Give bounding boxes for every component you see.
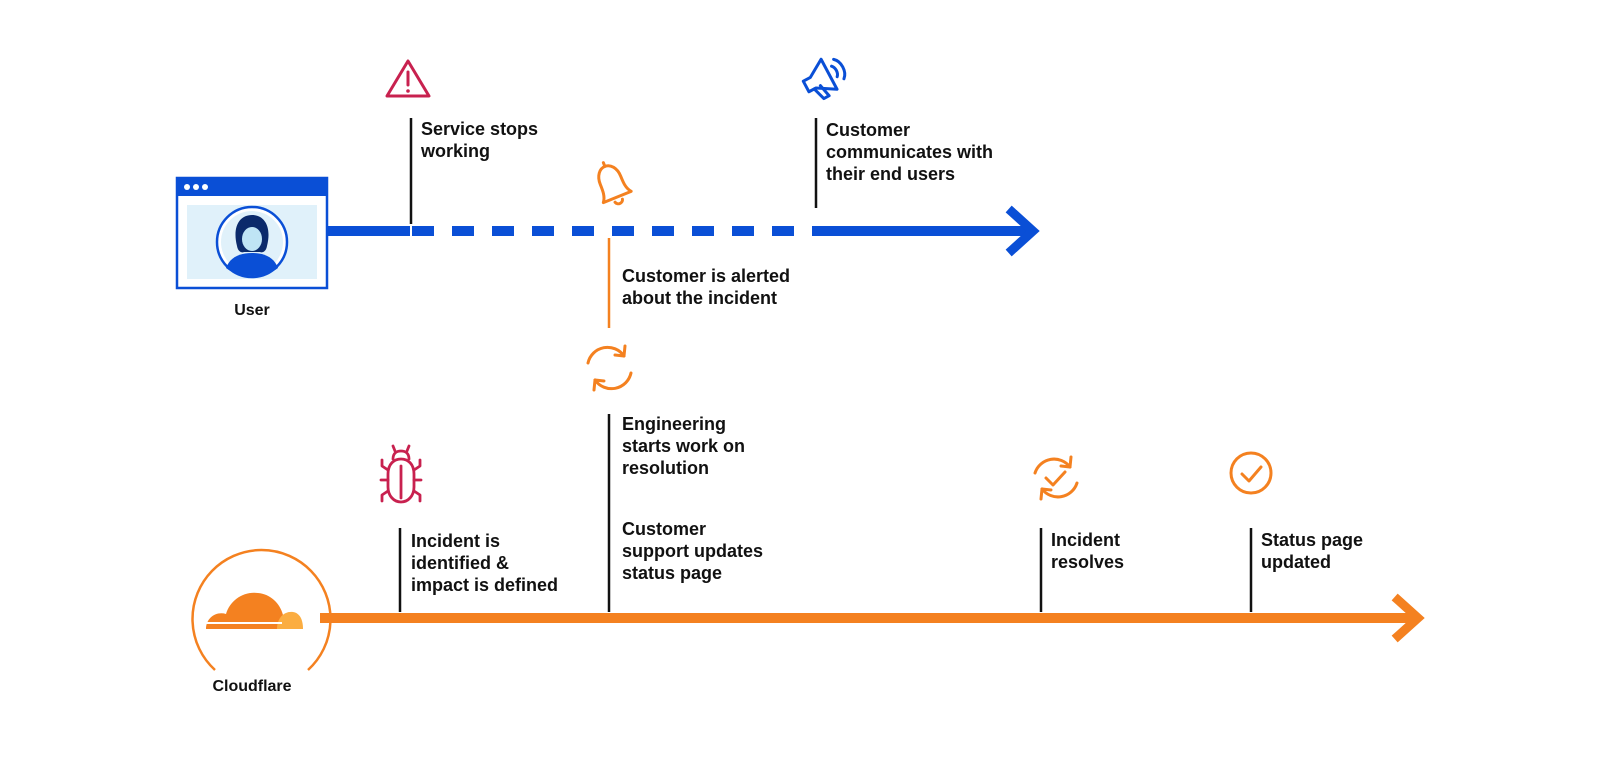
sync-icon — [586, 344, 633, 392]
browser-dot — [202, 184, 208, 190]
event-customer-alerted: Customer is alerted about the incident — [622, 266, 791, 308]
bug-icon — [379, 444, 423, 504]
browser-window-titlebar — [177, 178, 327, 196]
event-incident-identified: Incident is identified & impact is defin… — [411, 531, 559, 595]
event-support-updates: Customer support updates status page — [622, 519, 764, 583]
cloudflare-cloud-accent — [277, 611, 303, 629]
megaphone-icon — [801, 57, 847, 101]
avatar-body — [226, 253, 278, 276]
event-engineering-starts: Engineering starts work on resolution — [622, 414, 746, 478]
actor-user-label: User — [234, 302, 270, 319]
event-incident-resolves: Incident resolves — [1051, 530, 1125, 572]
browser-dot — [193, 184, 199, 190]
cloudflare-circle — [191, 548, 332, 671]
cloudflare-timeline-arrowhead — [1391, 593, 1425, 643]
cloudflare-logo-icon — [191, 548, 332, 671]
event-customer-communicates: Customer communicates with their end use… — [826, 120, 994, 184]
cloudflare-timeline — [320, 593, 1425, 643]
sync-check-icon — [1033, 455, 1079, 501]
event-service-stops: Service stops working — [421, 119, 539, 161]
browser-dot — [184, 184, 190, 190]
avatar-face — [242, 227, 262, 251]
actor-cloudflare-label: Cloudflare — [212, 678, 292, 695]
event-status-updated: Status page updated — [1261, 530, 1364, 572]
event-connectors — [398, 118, 1253, 612]
user-timeline-arrowhead — [1005, 205, 1040, 257]
user-timeline — [322, 205, 1040, 257]
warning-icon — [385, 59, 431, 98]
cloudflare-cloud-main — [206, 592, 284, 629]
user-avatar-icon — [175, 176, 329, 290]
check-circle-icon — [1229, 451, 1273, 495]
bell-icon — [597, 161, 633, 206]
